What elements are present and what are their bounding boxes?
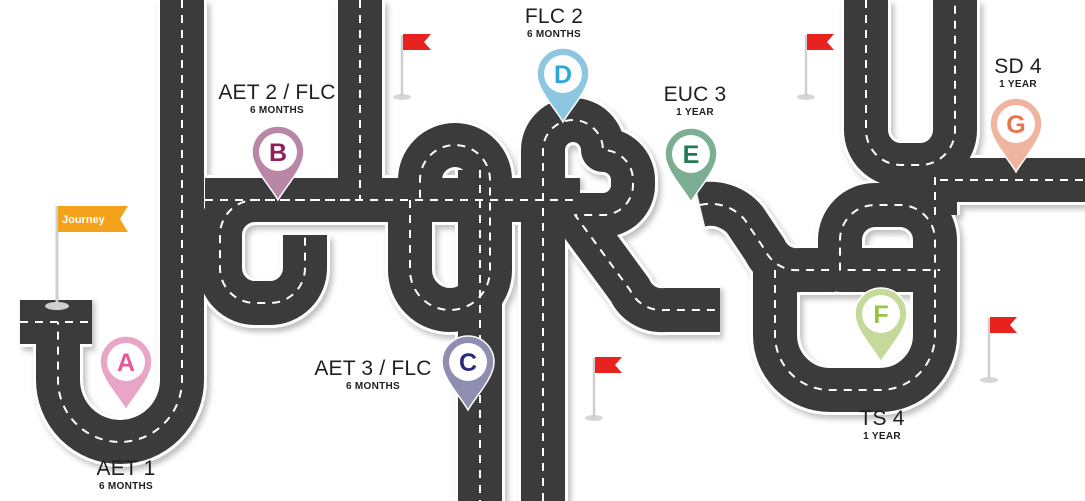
road-center-line (865, 0, 956, 166)
milestone-title: EUC 3 (663, 83, 727, 106)
road-segment (36, 0, 204, 464)
milestone-label-f: TS 4 1 YEAR (840, 408, 924, 442)
milestone-duration: 1 YEAR (999, 79, 1037, 90)
milestone-letter: D (554, 61, 572, 89)
red-flag-icon (393, 34, 431, 100)
milestone-title: AET 2 / FLC (218, 81, 336, 104)
location-pin-icon: B (251, 125, 305, 202)
milestone-label-a: AET 1 6 MONTHS (84, 458, 168, 492)
milestone-label-c: AET 3 / FLC 6 MONTHS (308, 358, 438, 392)
milestone-label-d: FLC 2 6 MONTHS (512, 6, 596, 40)
milestone-letter: G (1006, 111, 1025, 139)
start-flag-icon: Journey (45, 206, 128, 310)
road-center-line (699, 202, 835, 272)
milestone-letter: E (683, 141, 700, 169)
milestone-letter: B (269, 139, 287, 167)
road-center-line (409, 144, 491, 311)
road-center-line (542, 119, 720, 501)
location-pin-icon: G (989, 97, 1043, 174)
milestone-title: SD 4 (994, 55, 1042, 78)
milestone-duration: 6 MONTHS (526, 29, 582, 40)
start-flag-label: Journey (62, 214, 106, 226)
milestone-label-e: EUC 3 1 YEAR (653, 84, 737, 118)
milestone-duration: 1 YEAR (676, 107, 714, 118)
location-pin-icon: F (854, 287, 908, 364)
red-flag-icon (585, 357, 622, 421)
red-flag-icon (980, 317, 1017, 383)
milestone-label-g: SD 4 1 YEAR (976, 56, 1060, 90)
red-flag-icon (797, 34, 834, 100)
milestone-duration: 6 MONTHS (98, 481, 154, 492)
milestone-title: FLC 2 (524, 5, 584, 28)
milestone-duration: 1 YEAR (863, 431, 901, 442)
milestone-duration: 6 MONTHS (345, 381, 401, 392)
milestone-letter: C (459, 349, 477, 377)
road-center-line (774, 204, 940, 391)
milestone-duration: 6 MONTHS (249, 105, 305, 116)
milestone-label-b: AET 2 / FLC 6 MONTHS (212, 82, 342, 116)
milestone-title: AET 3 / FLC (314, 357, 432, 380)
milestone-title: AET 1 (96, 457, 156, 480)
location-pin-icon: A (99, 335, 153, 412)
location-pin-icon: E (664, 127, 718, 204)
location-pin-icon: D (536, 47, 590, 124)
milestone-title: TS 4 (859, 407, 905, 430)
milestone-letter: F (873, 301, 888, 329)
milestone-letter: A (117, 349, 135, 377)
location-pin-icon: C (441, 335, 495, 412)
